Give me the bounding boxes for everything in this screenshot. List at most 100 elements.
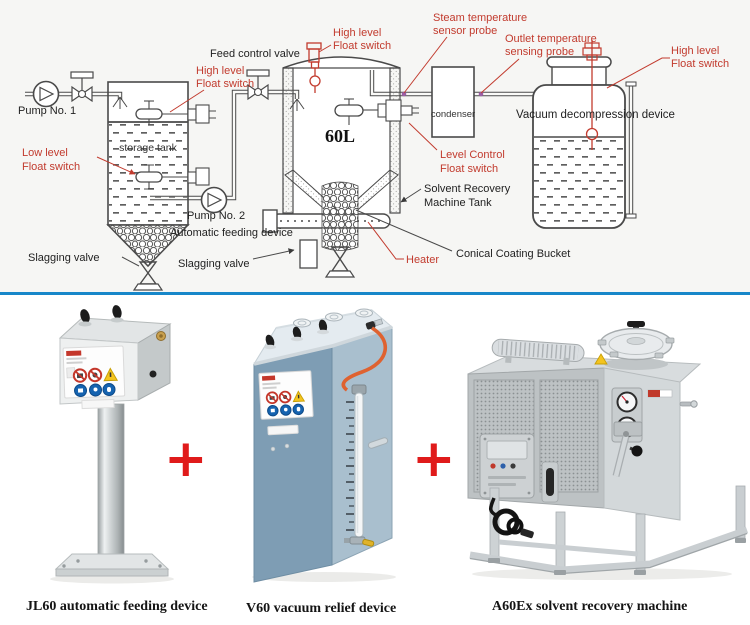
tank-wall-left <box>282 67 294 214</box>
orange-hose <box>341 318 388 392</box>
shadow <box>472 568 732 580</box>
warning-triangle-icon <box>292 390 306 403</box>
storage-cone <box>106 224 190 268</box>
high-level-vessel-label-1: High level <box>671 45 719 57</box>
brand-logo <box>261 375 276 381</box>
control-knobs <box>264 319 329 350</box>
slagging-valve-1 <box>132 261 164 291</box>
feed-control-valve-symbol <box>246 69 270 101</box>
vacuum-device-label: Vacuum decompression device <box>516 109 675 121</box>
caption-jl60: JL60 automatic feeding device <box>26 599 208 614</box>
red-leaders <box>96 36 670 260</box>
scale-ticks-short <box>349 409 354 523</box>
lid-clamp <box>609 351 619 358</box>
screw <box>284 443 290 449</box>
spray-nozzle-storage <box>112 96 128 109</box>
lid-clamp <box>665 337 675 344</box>
control-box <box>479 433 535 499</box>
mandatory-icon <box>267 405 279 417</box>
side-handle <box>367 437 389 449</box>
condenser-box <box>431 66 475 138</box>
low-level-float-storage <box>135 164 210 190</box>
automatic-feeding-label: Automatic feeding device <box>170 227 293 239</box>
slagging-valve-2 <box>299 239 356 278</box>
brand-logo <box>66 350 82 356</box>
level-control-label-1: Level Control <box>440 149 505 161</box>
base-plate <box>54 553 170 570</box>
inlet-valve-symbol <box>70 71 94 103</box>
high-level-tank-label-2: Float switch <box>333 40 391 52</box>
black-button <box>510 463 516 469</box>
prohibition-icon <box>87 367 103 383</box>
black-leaders <box>121 188 453 267</box>
level-control-float <box>334 98 419 125</box>
top-dials <box>293 308 373 328</box>
lid-clamp <box>597 339 607 346</box>
power-cable <box>489 497 534 539</box>
tilt-lever <box>612 421 643 477</box>
brass-fitting-hole <box>159 334 163 338</box>
warning-label-sheet <box>258 370 314 420</box>
scale-ticks-long <box>346 401 354 531</box>
high-level-float-storage <box>135 100 216 124</box>
mandatory-icon <box>89 383 103 397</box>
caption-v60: V60 vacuum relief device <box>246 601 397 616</box>
feed-control-valve-label: Feed control valve <box>210 48 300 60</box>
side-fitting <box>679 400 698 408</box>
screw <box>270 446 276 452</box>
schematic-section: Pump No. 1 Feed control valve storage ta… <box>0 0 750 292</box>
high-level-vessel-label-2: Float switch <box>671 58 729 70</box>
solvent-tank-label-1: Solvent Recovery <box>424 183 511 195</box>
prohibition-icon <box>72 368 88 383</box>
outlet-temp-label-2: sensing probe <box>505 46 574 58</box>
slagging-valve-center-label: Slagging valve <box>178 258 250 270</box>
warning-triangle-icon <box>594 353 608 365</box>
name-plate-sticker <box>647 389 673 398</box>
level-control-label-2: Float switch <box>440 163 498 175</box>
steam-temp-label-1: Steam temperature <box>433 12 527 24</box>
tank-volume-label: 60L <box>325 126 355 146</box>
mandatory-icon <box>280 404 292 416</box>
standpipe-cap-bottom <box>625 213 637 219</box>
top-trim <box>253 325 393 366</box>
vacuum-vessel <box>532 40 637 229</box>
solvent-recovery-tank <box>262 56 401 251</box>
steam-temp-sensor-dot <box>401 91 407 97</box>
mandatory-icon <box>102 383 116 397</box>
cable-grommet <box>149 370 157 378</box>
v60-product-image <box>252 308 396 583</box>
high-level-float-tank-device <box>306 42 322 93</box>
solvent-tank-label-2: Machine Tank <box>424 197 492 209</box>
high-level-storage-label-1: High level <box>196 65 244 77</box>
pump-2-symbol <box>200 186 228 214</box>
steam-temp-label-2: sensor probe <box>433 25 497 37</box>
piping-diagram: Pump No. 1 Feed control valve storage ta… <box>18 12 729 291</box>
tank-lid <box>594 321 675 370</box>
high-level-storage-label-2: Float switch <box>196 78 254 90</box>
blue-button <box>500 463 506 469</box>
plus-sign-2: + <box>412 429 456 489</box>
condenser-fin-tube <box>491 338 585 366</box>
caption-a60ex: A60Ex solvent recovery machine <box>492 599 688 614</box>
slagging-valve-left-label: Slagging valve <box>28 252 100 264</box>
warning-triangle-icon <box>103 367 119 382</box>
shadow <box>50 574 174 584</box>
vent-grille <box>539 379 599 493</box>
storage-tank-label: storage tank <box>119 142 178 154</box>
conical-bucket-label: Conical Coating Bucket <box>456 248 570 260</box>
lever-knob <box>631 445 643 457</box>
drain-stub <box>344 538 351 543</box>
conical-coating-stones <box>321 181 359 251</box>
heater-label: Heater <box>406 254 439 266</box>
prohibition-icon <box>278 390 292 404</box>
mandatory-icon <box>292 403 304 416</box>
pump-1-symbol <box>32 80 60 108</box>
lid-knob <box>627 321 645 327</box>
base-plate-edge <box>55 568 169 577</box>
door-handle <box>541 461 559 503</box>
red-button <box>490 463 496 469</box>
cable-plug <box>520 528 534 539</box>
condenser-label: condenser <box>431 109 475 120</box>
model-strip-label <box>81 398 115 410</box>
handle-knobs <box>78 305 124 327</box>
